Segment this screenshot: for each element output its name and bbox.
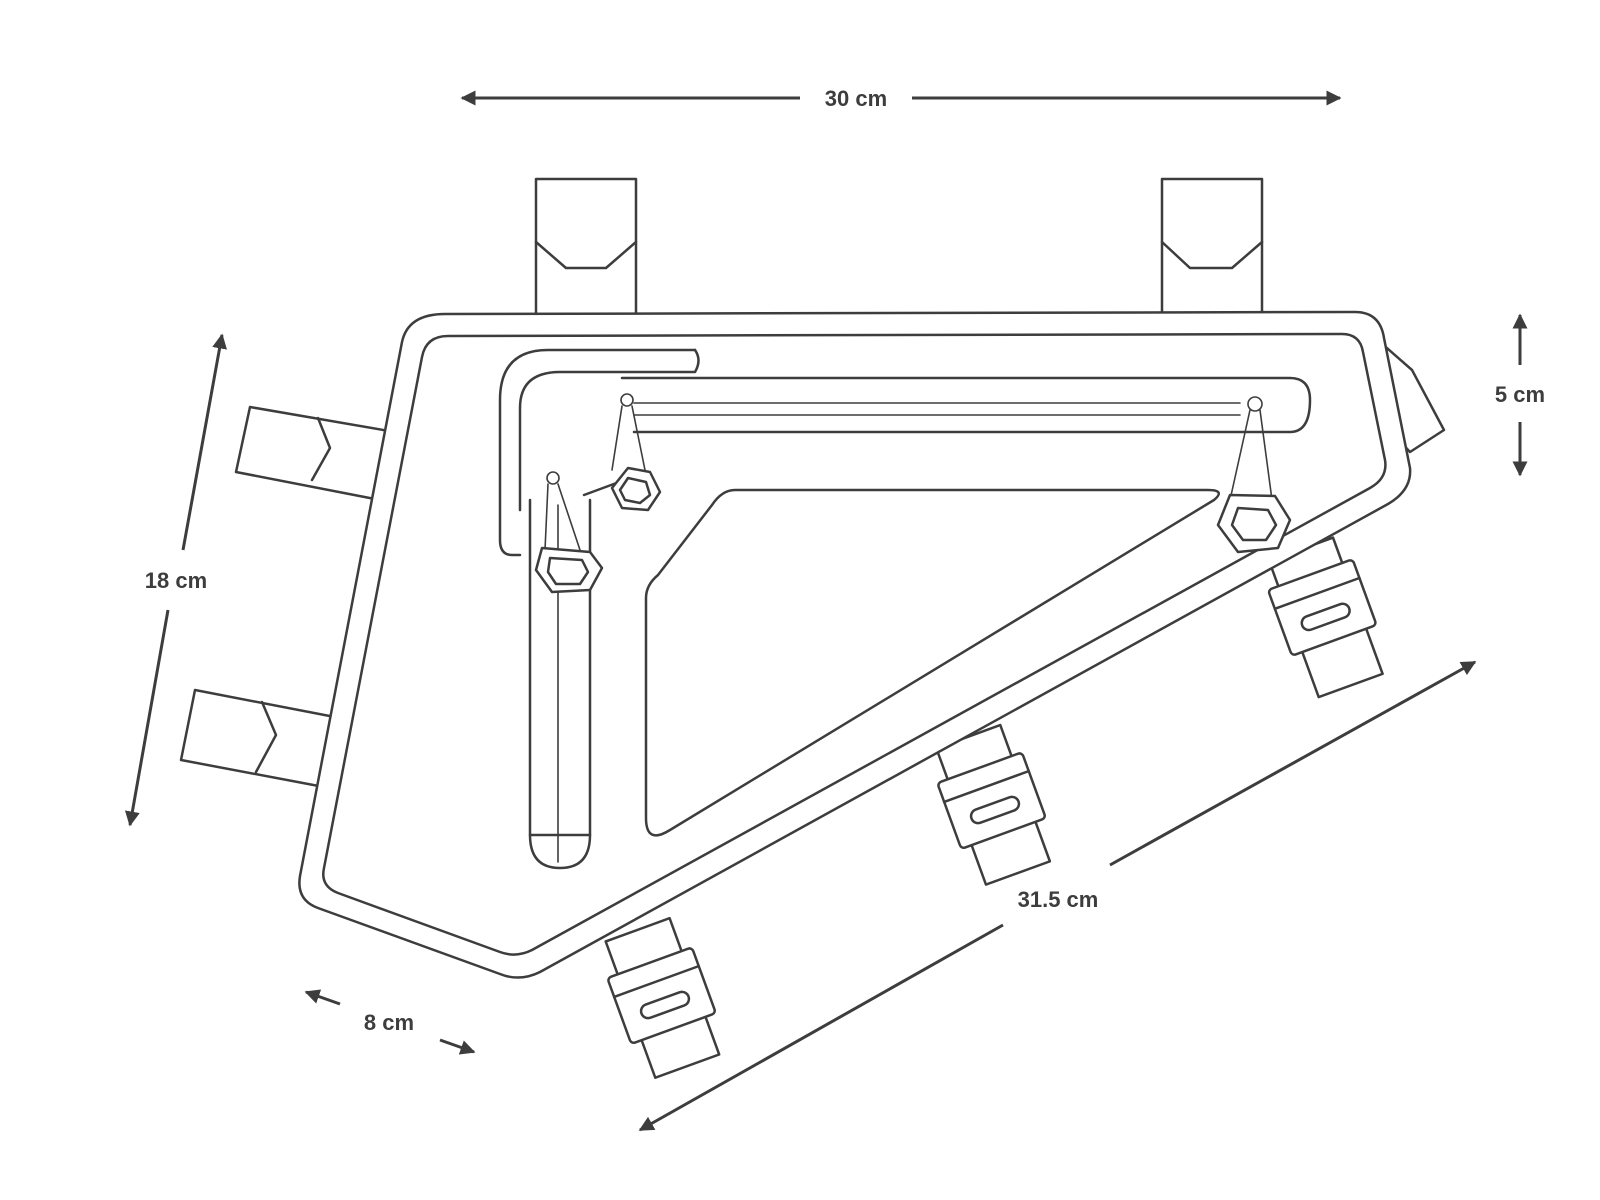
dimension-depth: 5 cm xyxy=(1495,313,1545,477)
seat-tube-strap-upper xyxy=(234,405,397,502)
down-tube-strap-2 xyxy=(935,723,1052,886)
dimension-label-top-width: 30 cm xyxy=(825,86,887,111)
dimension-top-width: 30 cm xyxy=(460,86,1342,111)
dimension-height: 18 cm xyxy=(124,333,227,827)
down-tube-strap-1 xyxy=(604,916,721,1079)
dimension-label-bottom-length: 31.5 cm xyxy=(1018,887,1099,912)
down-tube-strap-3 xyxy=(1267,536,1384,699)
zipper-pull-top-right xyxy=(1216,396,1292,554)
seat-tube-strap-lower xyxy=(179,688,342,789)
dimension-label-height: 18 cm xyxy=(145,568,207,593)
dimension-bottom-length: 31.5 cm xyxy=(638,660,1477,1132)
bag-body xyxy=(298,310,1412,979)
dimension-label-front-width: 8 cm xyxy=(364,1010,414,1035)
zipper-pull-side xyxy=(534,471,604,594)
top-tube-strap-right xyxy=(1160,177,1264,326)
zipper-pull-top-left xyxy=(610,393,662,512)
top-tube-strap-left xyxy=(534,177,638,326)
dimension-label-depth: 5 cm xyxy=(1495,382,1545,407)
dimension-front-width: 8 cm xyxy=(304,989,476,1055)
inner-panel xyxy=(644,488,1221,837)
top-zipper-pocket xyxy=(620,376,1312,434)
